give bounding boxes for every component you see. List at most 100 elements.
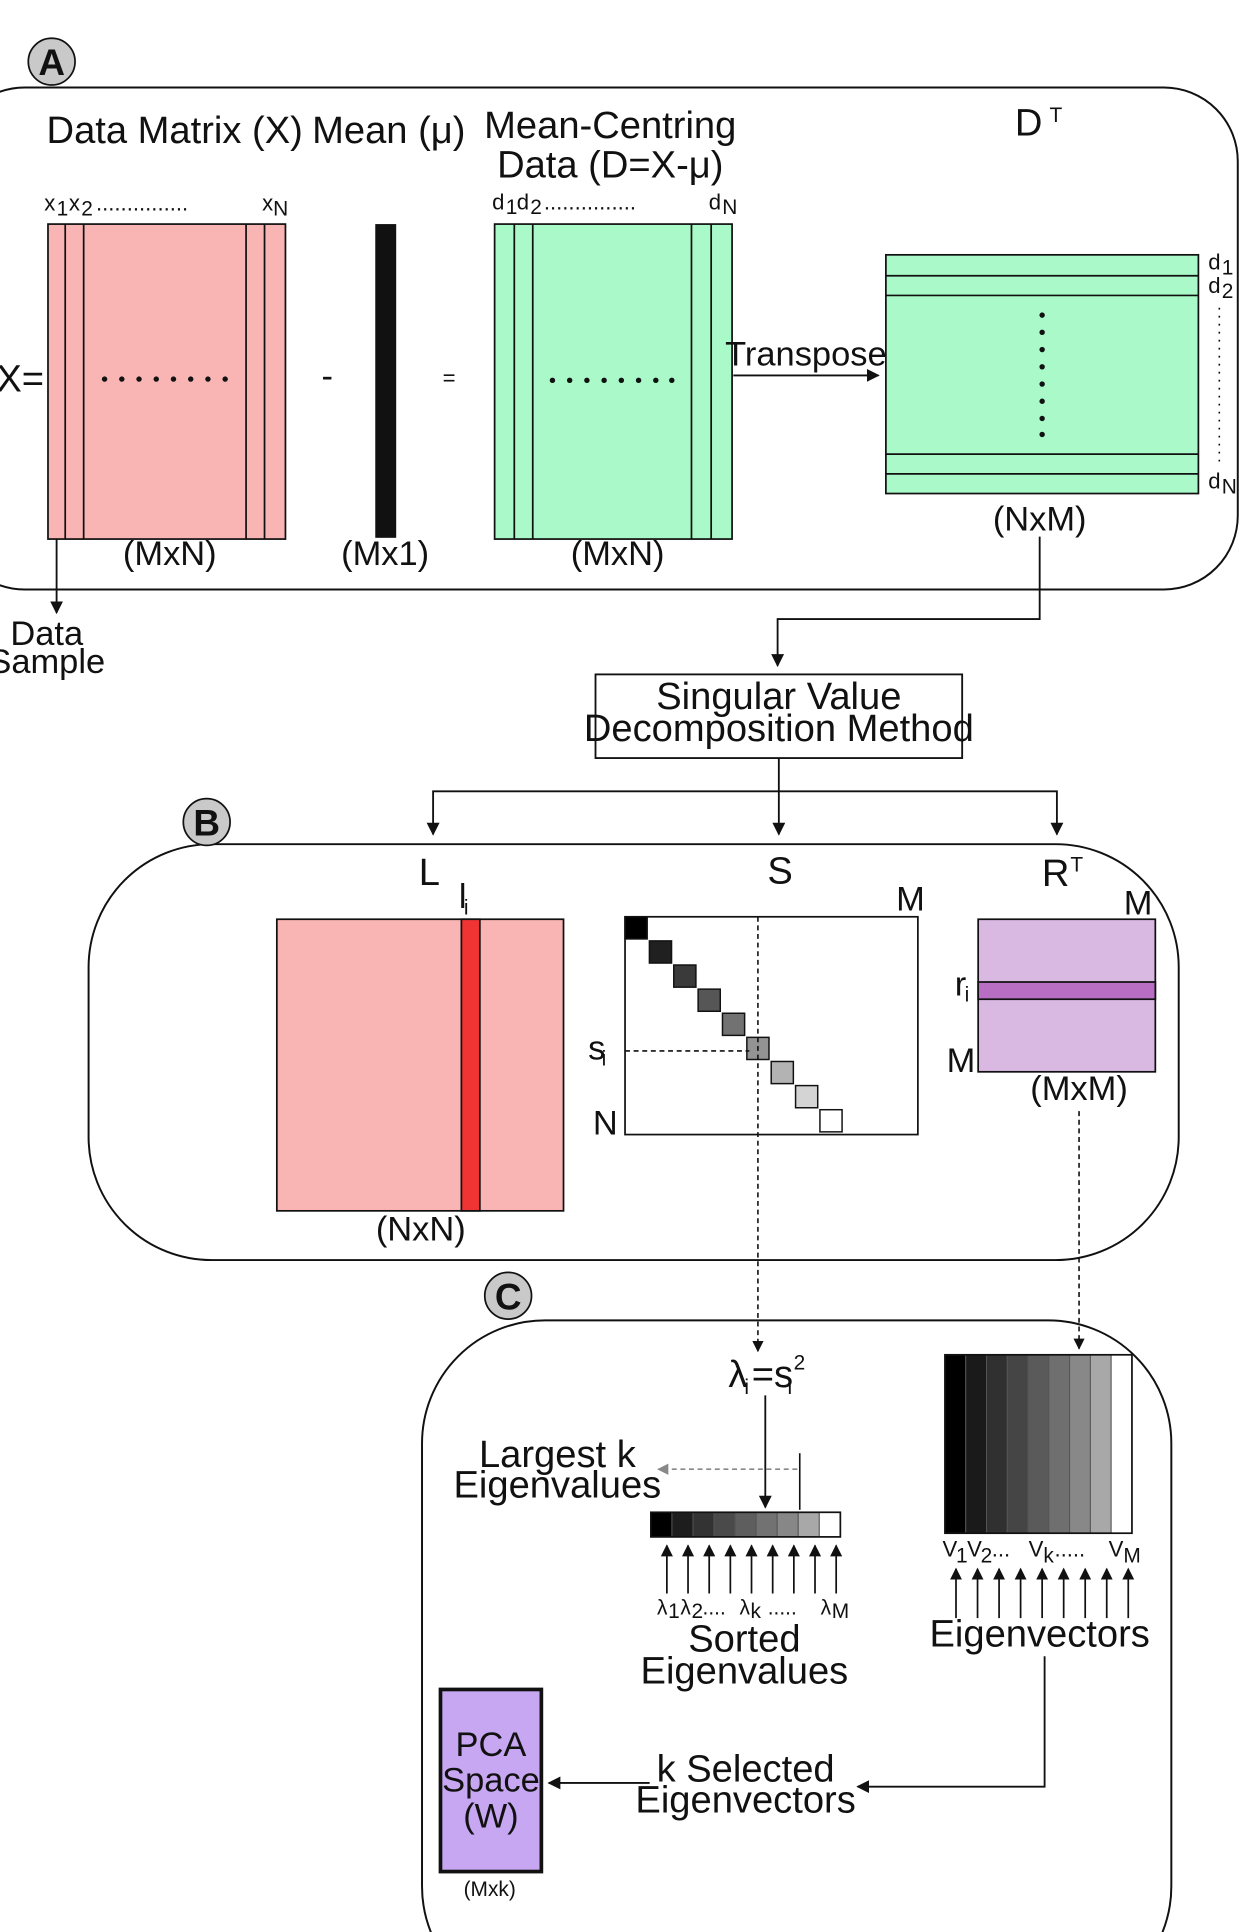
data-sample-label-line1: Data: [10, 615, 84, 653]
transposed-title-sup: T: [1050, 104, 1063, 127]
rt-row-highlight: [977, 981, 1157, 1001]
mean-title: Mean (μ): [312, 109, 465, 152]
eigenvalue-cell: [797, 1511, 820, 1538]
svg-text:λ: λ: [821, 1596, 832, 1619]
s-n-label: N: [593, 1105, 618, 1143]
rt-row-sub: i: [965, 984, 970, 1007]
eigenvalue-cell: [776, 1511, 799, 1538]
k-selected-label-line2: Eigenvectors: [635, 1779, 855, 1822]
svd-label-line1: Singular Value: [656, 675, 901, 718]
svg-text:...: ...: [992, 1537, 1010, 1562]
svg-text:1: 1: [668, 1600, 680, 1623]
l-matrix: [275, 918, 565, 1212]
s-diagonal-blocks: [624, 916, 843, 1133]
dt-row-labels: d 1 d 2 d N: [1208, 250, 1237, 499]
section-b-panel: [87, 843, 1180, 1262]
s-matrix: [624, 915, 919, 1136]
lambda-labels: λ 1 λ 2 .... λ k ..... λ M: [657, 1596, 849, 1623]
r-label-sup: T: [1070, 853, 1083, 876]
eigenvector-column: [965, 1354, 987, 1534]
x-equals-label: X=: [0, 357, 44, 400]
s-si-sub: i: [602, 1048, 607, 1071]
equals-sign: =: [443, 365, 456, 390]
svg-text:λ: λ: [739, 1596, 750, 1619]
svg-text:1: 1: [1222, 257, 1234, 280]
badge-b-label: B: [193, 803, 220, 844]
svg-text:M: M: [1123, 1545, 1140, 1568]
l-column-sub: i: [464, 896, 469, 919]
diagonal-block: [819, 1108, 843, 1133]
svg-text:d: d: [517, 189, 529, 214]
dt-matrix-dots: [1039, 312, 1045, 438]
eigenvector-column: [1048, 1354, 1071, 1534]
eigenvector-column: [1006, 1354, 1029, 1534]
svg-text:.....: .....: [768, 1596, 797, 1619]
data-sample-label-line2: Sample: [0, 643, 105, 681]
data-matrix-title: Data Matrix (X): [47, 109, 303, 152]
svg-text:k: k: [1043, 1545, 1054, 1568]
eigenvector-columns: [944, 1354, 1133, 1534]
minus-sign: -: [322, 358, 333, 396]
sorted-eigenvalues-line1: Sorted: [688, 1617, 800, 1660]
svd-box: Singular Value Decomposition Method: [584, 673, 974, 759]
section-c-panel: [421, 1319, 1173, 1932]
mean-centring-title-line1: Mean-Centring: [484, 104, 736, 147]
mean-centring-dims: (MxN): [571, 535, 665, 573]
svg-text:2: 2: [691, 1600, 703, 1623]
k-selected-label-line1: k Selected: [657, 1748, 835, 1791]
eigenvalue-bar: [650, 1511, 842, 1538]
badge-b: [182, 797, 231, 847]
section-a-panel: [0, 86, 1239, 591]
l-column-label: l: [459, 878, 467, 916]
d-matrix-dots: [549, 377, 675, 384]
lambda-formula: λ i =s i 2: [728, 1352, 805, 1400]
s-m-label: M: [896, 881, 925, 919]
eigenvalue-cell: [671, 1511, 694, 1538]
eigenvalue-cell: [734, 1511, 757, 1538]
r-dims: (MxM): [1030, 1070, 1128, 1108]
section-c: C λ i =s i 2 Largest k Eigenvalues λ 1 λ…: [421, 1271, 1173, 1932]
svg-text:x: x: [69, 191, 80, 216]
svg-text:2: 2: [1222, 280, 1234, 303]
eigenvector-column: [1027, 1354, 1050, 1534]
svg-text:V: V: [942, 1537, 957, 1562]
diagonal-block: [770, 1060, 795, 1085]
pca-label-line3: (W): [463, 1797, 518, 1835]
svg-text:=s: =s: [752, 1353, 793, 1396]
svg-text:d: d: [709, 189, 721, 214]
svg-text:d: d: [1208, 273, 1220, 298]
svg-text:x: x: [262, 191, 273, 216]
x-column-labels: x 1 x 2 ............... x N: [44, 191, 288, 221]
l-dims: (NxN): [376, 1210, 466, 1248]
diagonal-block: [697, 988, 722, 1013]
eigenvector-column: [944, 1354, 967, 1534]
dt-to-svd-arrow: [771, 536, 1041, 668]
eigenvalue-cell: [650, 1511, 673, 1538]
svg-text:N: N: [722, 196, 737, 219]
diagonal-block: [721, 1012, 746, 1037]
transpose-label: Transpose: [725, 336, 886, 374]
section-a: A Data Matrix (X) Mean (μ) Mean-Centring…: [0, 37, 1239, 681]
eigenvector-matrix: [944, 1353, 1133, 1535]
d-column-labels: d 1 d 2 ............... d N: [492, 189, 737, 219]
transposed-title: D: [1015, 101, 1043, 144]
data-matrix-dims: (MxN): [123, 535, 217, 573]
diagonal-block: [648, 940, 673, 964]
svg-text:N: N: [1222, 476, 1237, 499]
svg-text:...............: ...............: [544, 189, 636, 214]
svg-text:1: 1: [57, 197, 69, 220]
svg-text:2: 2: [81, 197, 93, 220]
pca-dims: (Mxk): [464, 1878, 516, 1901]
v-labels: V 1 V 2 ... V k ..... V M: [942, 1537, 1140, 1568]
eigenvectors-to-selected-arrow: [856, 1656, 1046, 1794]
badge-c: [483, 1271, 533, 1320]
sorted-eigenvalues-line2: Eigenvalues: [641, 1649, 849, 1692]
eigenvector-up-arrows: [949, 1567, 1135, 1619]
diagonal-block: [794, 1084, 819, 1109]
svg-text:1: 1: [956, 1545, 968, 1568]
pca-space-box: PCA Space (W): [438, 1687, 544, 1874]
svg-text:....: ....: [703, 1596, 726, 1619]
svg-text:2: 2: [794, 1352, 806, 1375]
r-top-m-label: M: [1124, 884, 1153, 922]
